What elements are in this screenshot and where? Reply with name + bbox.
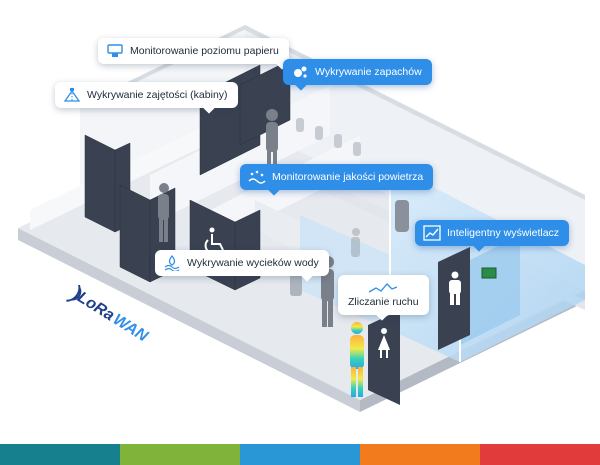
water-leak-label: Wykrywanie wycieków wody	[187, 257, 319, 269]
mens-door	[438, 247, 470, 350]
paper-level-callout: Monitorowanie poziomu papieru	[98, 38, 289, 70]
stripe-segment	[360, 444, 480, 465]
traffic-wave-icon	[368, 283, 398, 293]
smell-bubbles-icon	[294, 66, 307, 78]
smart-display	[481, 267, 497, 279]
lorawan-logo: LoRa WAN	[66, 285, 151, 346]
odor-detection-callout: Wykrywanie zapachów	[283, 59, 432, 91]
brand-color-stripe	[0, 444, 600, 465]
traffic-count-label: Zliczanie ruchu	[348, 296, 419, 308]
stripe-segment	[480, 444, 600, 465]
water-leak-callout: Wykrywanie wycieków wody	[155, 250, 329, 282]
occupancy-label: Wykrywanie zajętości (kabiny)	[87, 89, 228, 101]
stripe-segment	[240, 444, 360, 465]
traffic-count-callout: Zliczanie ruchu	[338, 275, 429, 321]
smart-display-callout: Inteligentny wyświetlacz	[415, 220, 570, 252]
stripe-segment	[0, 444, 120, 465]
svg-text:LoRa: LoRa	[74, 289, 117, 325]
heatmap-person	[350, 322, 364, 397]
stripe-segment	[120, 444, 240, 465]
paper-dispenser-icon	[107, 44, 123, 57]
smart-display-label: Inteligentny wyświetlacz	[447, 227, 560, 239]
air-quality-icon	[248, 170, 266, 184]
water-leak-icon	[164, 255, 180, 271]
paper-level-label: Monitorowanie poziomu papieru	[130, 45, 279, 57]
people-silhouettes	[158, 109, 360, 327]
air-quality-label: Monitorowanie jakości powietrza	[272, 171, 424, 183]
air-quality-callout: Monitorowanie jakości powietrza	[240, 164, 434, 196]
trend-chart-icon	[423, 225, 441, 241]
occupancy-sensor-icon	[63, 88, 81, 102]
male-sign-icon	[449, 271, 461, 305]
female-sign-icon	[378, 328, 390, 358]
entrance-door	[368, 310, 400, 405]
odor-detection-label: Wykrywanie zapachów	[315, 66, 422, 78]
occupancy-callout: Wykrywanie zajętości (kabiny)	[55, 82, 238, 114]
svg-text:WAN: WAN	[110, 311, 151, 345]
